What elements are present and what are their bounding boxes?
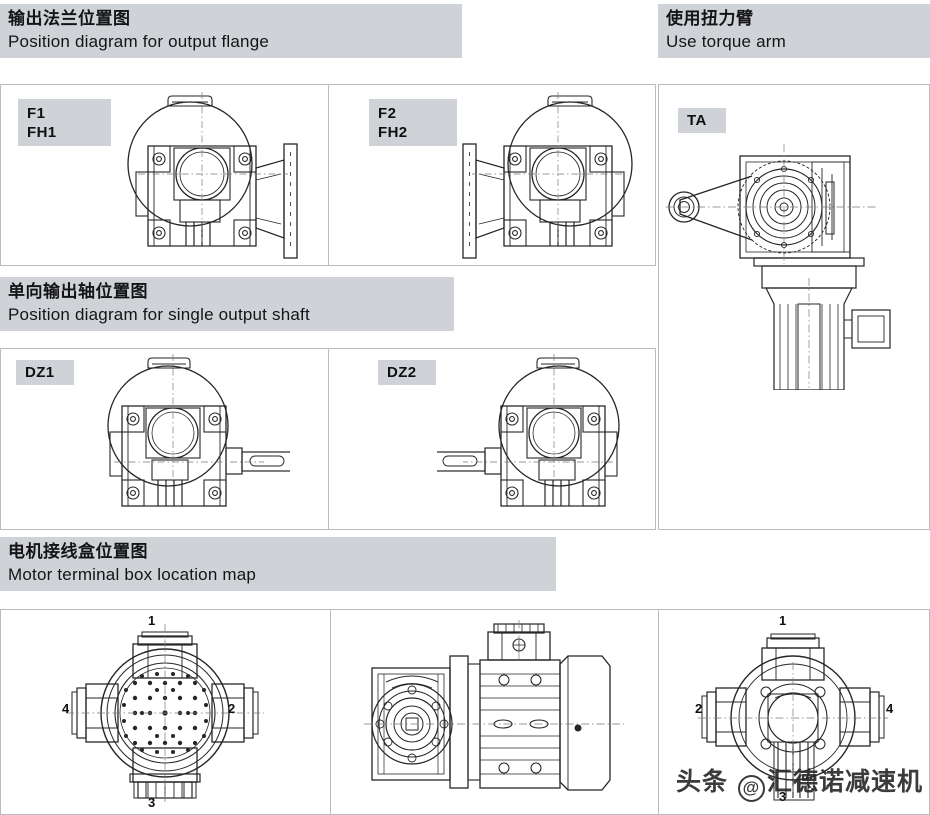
badge-ta: TA — [678, 108, 726, 133]
terminal-position-label-bottom: 3 — [148, 795, 156, 810]
drawing-terminal-box-positions-alt — [690, 618, 896, 808]
badge-f2-fh2: F2 FH2 — [369, 99, 457, 146]
terminal-position-alt-label-bottom: 3 — [779, 789, 787, 804]
section-header-motor-terminal-box: 电机接线盒位置图 Motor terminal box location map — [0, 537, 556, 591]
section-header-torque-arm: 使用扭力臂 Use torque arm — [658, 4, 930, 58]
section-header-single-output-shaft: 单向输出轴位置图 Position diagram for single out… — [0, 277, 454, 331]
section-title-en: Position diagram for output flange — [8, 32, 270, 51]
divider-single-output-shaft — [328, 349, 329, 529]
badge-dz1: DZ1 — [16, 360, 74, 385]
badge-code-primary: TA — [687, 112, 707, 129]
watermark-brand: 汇德诺减速机 — [766, 768, 923, 796]
badge-f1-fh1: F1 FH1 — [18, 99, 111, 146]
watermark-prefix: 头条 — [676, 768, 729, 796]
badge-code-secondary: FH2 — [378, 123, 408, 141]
watermark: 头条 @汇德诺减速机 — [676, 768, 923, 802]
section-title-en: Motor terminal box location map — [8, 565, 257, 584]
section-title-en: Position diagram for single output shaft — [8, 305, 310, 324]
section-title-en: Use torque arm — [666, 32, 786, 51]
drawing-gearmotor-side-view — [362, 618, 640, 808]
panel-torque-arm — [658, 84, 930, 530]
badge-code-primary: DZ2 — [387, 364, 417, 381]
terminal-position-label-right: 2 — [228, 701, 236, 716]
section-title-cn: 电机接线盒位置图 — [8, 542, 148, 561]
section-header-output-flange: 输出法兰位置图 Position diagram for output flan… — [0, 4, 462, 58]
badge-code-secondary: FH1 — [27, 123, 57, 141]
terminal-position-label-top: 1 — [148, 613, 156, 628]
section-title-cn: 使用扭力臂 — [666, 9, 754, 28]
section-title-cn: 输出法兰位置图 — [8, 9, 131, 28]
drawing-torque-arm — [662, 128, 930, 390]
terminal-position-alt-label-right: 4 — [886, 701, 894, 716]
badge-code-primary: F2 — [378, 104, 397, 122]
terminal-position-alt-label-left: 2 — [695, 701, 703, 716]
terminal-position-alt-label-top: 1 — [779, 613, 787, 628]
divider-terminal-box-1 — [330, 610, 331, 815]
drawing-f1-fh1 — [118, 88, 318, 264]
drawing-dz2 — [437, 352, 637, 524]
badge-code-primary: DZ1 — [25, 364, 55, 381]
divider-output-flange — [328, 85, 329, 265]
panel-motor-terminal-box — [0, 609, 930, 815]
at-sign-icon: @ — [737, 775, 765, 802]
drawing-dz1 — [90, 352, 290, 524]
divider-terminal-box-2 — [658, 610, 659, 815]
badge-code-primary: F1 — [27, 104, 46, 122]
terminal-position-label-left: 4 — [62, 701, 70, 716]
drawing-terminal-box-positions — [62, 618, 268, 808]
section-title-cn: 单向输出轴位置图 — [8, 282, 148, 301]
badge-dz2: DZ2 — [378, 360, 436, 385]
drawing-f2-fh2 — [442, 88, 642, 264]
